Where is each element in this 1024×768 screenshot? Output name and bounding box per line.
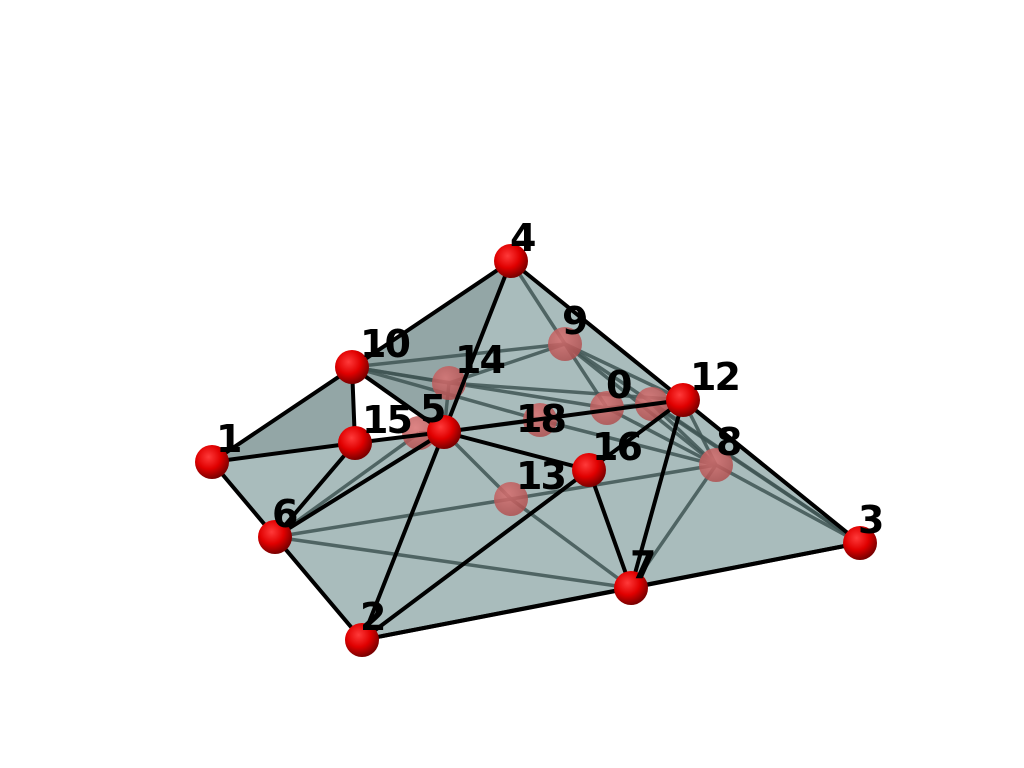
node-label-7: 7 [630,543,654,587]
node-6[interactable] [258,520,292,554]
node-label-2: 2 [360,595,384,639]
node-label-18: 18 [516,397,565,441]
node-label-9: 9 [562,299,587,343]
visible-edge [210,460,364,642]
node-1[interactable] [195,445,229,479]
node-3[interactable] [843,526,877,560]
visible-edge [629,541,862,590]
node-10[interactable] [335,350,369,384]
node-label-12: 12 [690,355,739,399]
node-label-5: 5 [420,387,444,431]
node-7[interactable] [614,571,648,605]
visible-edge [442,398,685,434]
visible-edge [350,365,446,434]
visible-edge [442,259,513,434]
mesh-face [362,470,631,640]
hidden-edge [606,406,717,467]
node-2[interactable] [345,623,379,657]
node-14[interactable] [432,366,466,400]
node-4[interactable] [494,244,528,278]
hidden-edge [715,463,861,545]
node-label-13: 13 [516,454,565,498]
hidden-edge [273,431,421,539]
mesh-face [275,432,444,640]
visible-edges [210,259,862,642]
mesh-face [631,400,860,588]
node-label-1: 1 [216,417,240,461]
hidden-edge [651,402,861,545]
visible-edge [273,430,446,539]
node-8[interactable] [699,448,733,482]
mesh-face [212,443,355,537]
node-label-16: 16 [592,425,641,469]
visible-edge [210,441,357,464]
visible-edge [273,441,357,539]
node-13[interactable] [494,482,528,516]
node-5[interactable] [427,415,461,449]
visible-edge [360,586,633,642]
node-12[interactable] [666,383,700,417]
mesh-face [589,400,683,588]
hidden-edge [351,342,566,369]
node-label-15: 15 [362,398,411,442]
hidden-edge [629,464,718,589]
node-label-10: 10 [360,322,409,366]
visible-edge [442,430,591,472]
node-label-14: 14 [455,338,504,382]
hidden-edge [351,365,608,410]
hidden-edge [510,463,717,501]
node-16[interactable] [572,453,606,487]
node-9[interactable] [548,327,582,361]
node-label-6: 6 [272,492,297,536]
visible-edge [629,398,685,590]
hidden-edge [274,535,632,590]
visible-edge [587,468,633,590]
hidden-edge [564,342,684,402]
node-label-0: 0 [606,363,631,407]
node-label-4: 4 [510,216,535,260]
visible-edge [360,430,446,642]
hidden-edge [274,497,512,539]
mesh-face [352,261,511,432]
node-label-3: 3 [858,498,882,542]
mesh-face [362,432,589,640]
node-15[interactable] [338,426,372,460]
visible-edge [587,398,685,472]
node-label-8: 8 [716,420,741,464]
visible-nodes [195,244,877,657]
hidden-edge [448,342,566,385]
visible-edge [360,468,591,642]
node-0[interactable] [590,391,624,425]
